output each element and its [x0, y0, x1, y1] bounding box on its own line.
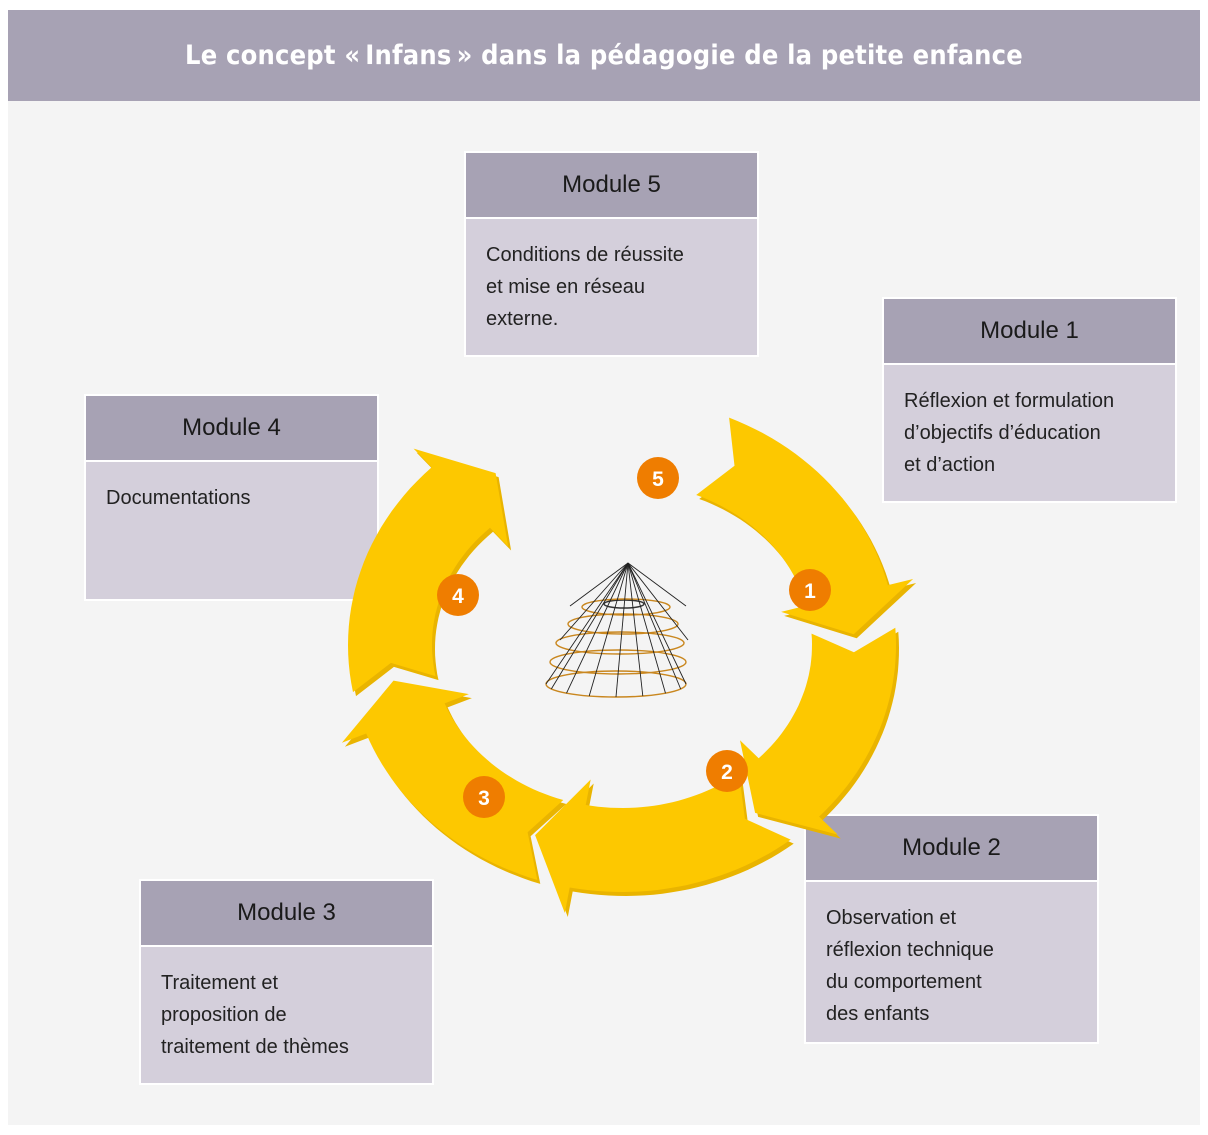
badge-number: 3 [478, 787, 490, 810]
module-5-description: Conditions de réussite et mise en réseau… [466, 219, 757, 355]
badge-circle [706, 750, 748, 792]
figure-title: Le concept « Infans » dans la pédagogie … [185, 40, 1023, 71]
badge-4: 4 [437, 574, 479, 616]
arrow-4 [348, 448, 509, 693]
module-4-description: Documentations [86, 462, 377, 599]
cycle-arrows [341, 417, 917, 917]
spiral-cone-icon [545, 562, 689, 698]
arrow-1 [740, 627, 896, 835]
badge-3: 3 [463, 776, 505, 818]
cone-line [569, 562, 629, 607]
module-2-description: Observation et réflexion technique du co… [806, 882, 1097, 1042]
cone-line [627, 562, 687, 607]
module-2-box: Module 2 Observation et réflexion techni… [804, 814, 1099, 1044]
badge-2: 2 [706, 750, 748, 792]
badge-circle [463, 776, 505, 818]
cone-line [615, 562, 629, 698]
module-5-box: Module 5 Conditions de réussite et mise … [464, 151, 759, 357]
cone-line [559, 562, 629, 641]
module-3-description: Traitement et proposition de traitement … [141, 947, 432, 1083]
arrow-5 [696, 417, 914, 635]
module-5-header: Module 5 [466, 153, 757, 217]
badge-number: 5 [652, 468, 664, 491]
cone-line [627, 562, 687, 685]
module-2-header: Module 2 [806, 816, 1097, 880]
badge-number: 2 [721, 761, 733, 784]
module-4-box: Module 4 Documentations [84, 394, 379, 601]
spiral-ring [581, 598, 671, 616]
module-1-description: Réflexion et formulation d’objectifs d’é… [884, 365, 1175, 501]
module-3-header: Module 3 [141, 881, 432, 945]
arrow-3 [341, 680, 564, 880]
badge-circle [637, 457, 679, 499]
cone-line [627, 562, 682, 690]
cone-line [627, 562, 666, 694]
module-1-header: Module 1 [884, 299, 1175, 363]
badge-circle [789, 569, 831, 611]
module-1-box: Module 1 Réflexion et formulation d’obje… [882, 297, 1177, 503]
cone-line [566, 562, 629, 694]
badge-number: 1 [804, 580, 816, 603]
module-4-header: Module 4 [86, 396, 377, 460]
arrow-2 [535, 773, 791, 913]
cycle-number-badges: 1 2 3 4 5 [437, 457, 831, 818]
cone-line [550, 562, 629, 690]
cone-line [627, 562, 644, 697]
badge-1: 1 [789, 569, 831, 611]
cone-line [627, 562, 689, 641]
badge-5: 5 [637, 457, 679, 499]
cone-line [588, 562, 629, 697]
badge-circle [437, 574, 479, 616]
module-3-box: Module 3 Traitement et proposition de tr… [139, 879, 434, 1085]
cone-line [545, 562, 629, 685]
badge-number: 4 [452, 585, 464, 608]
title-banner: Le concept « Infans » dans la pédagogie … [8, 10, 1200, 101]
